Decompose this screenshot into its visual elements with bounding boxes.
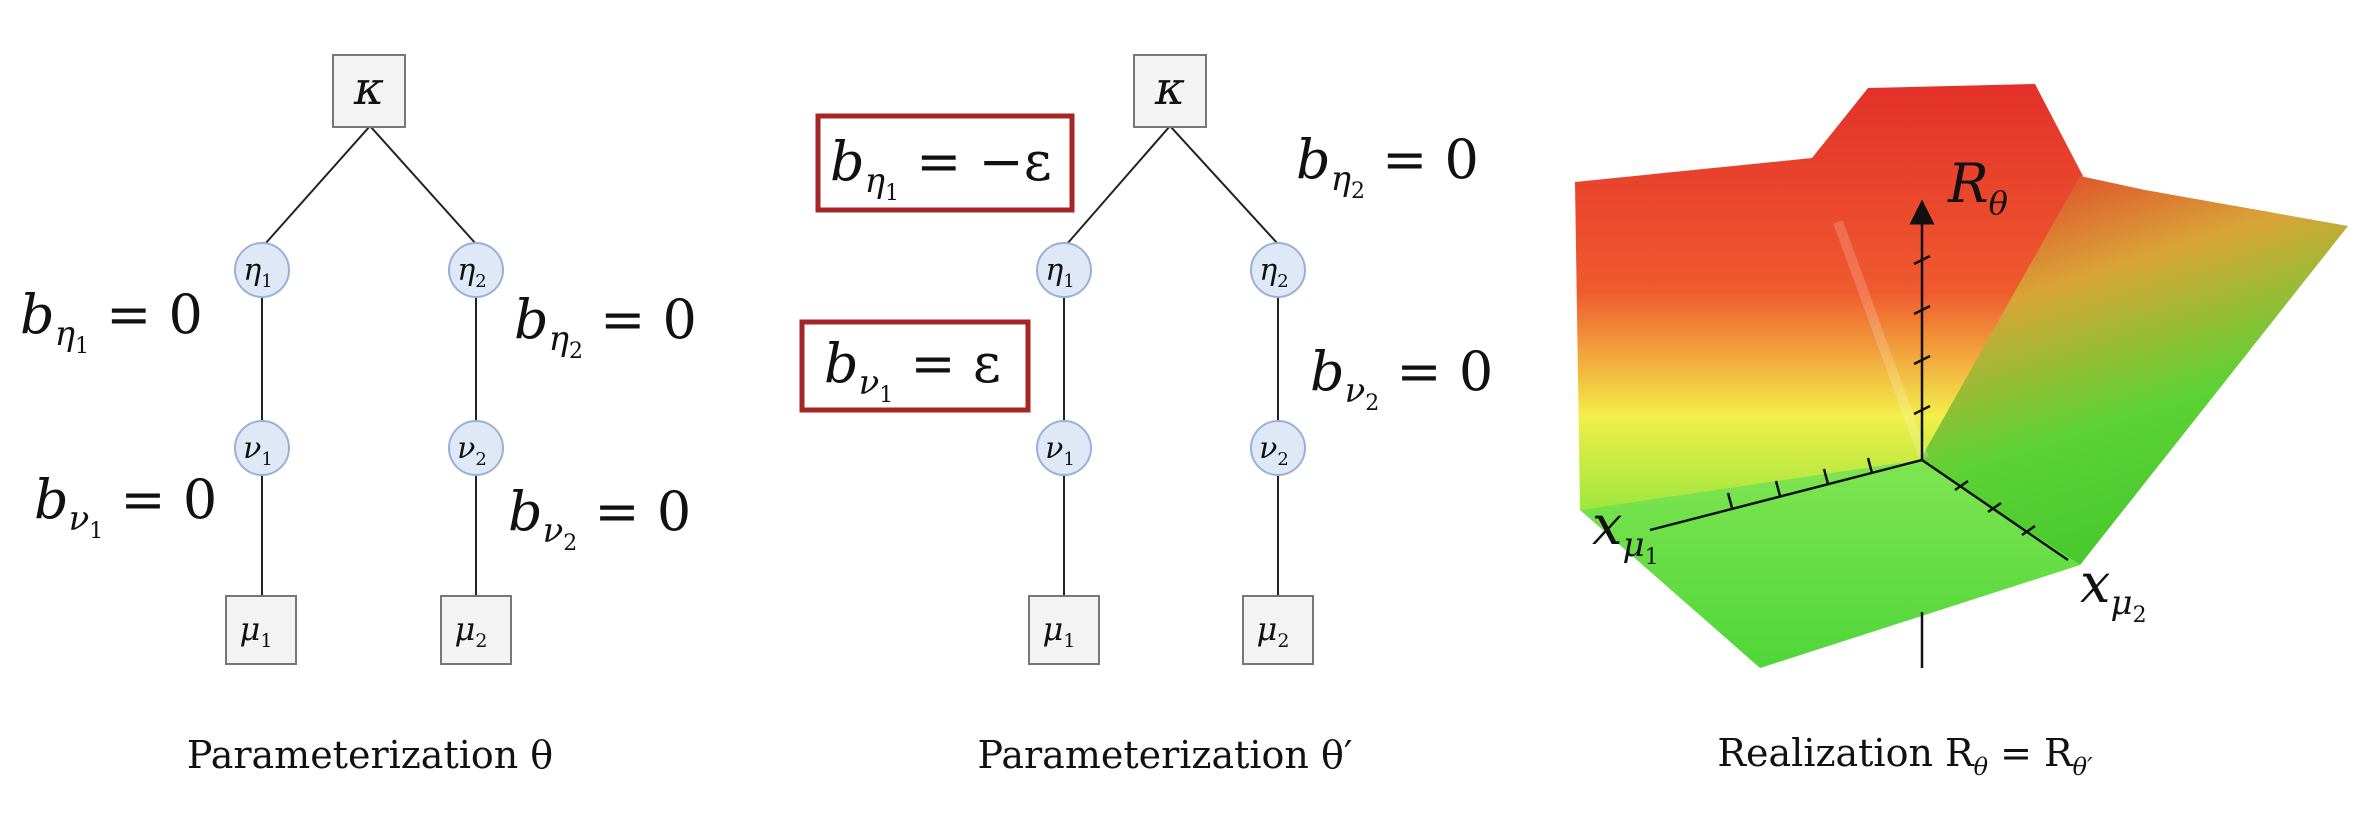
caption-panel1: Parameterization θ bbox=[187, 733, 553, 777]
node-nu2-label: ν2 bbox=[1259, 431, 1289, 470]
bias-eta2-label: bη2 = 0 bbox=[1296, 128, 1479, 204]
caption-panel3: Realization Rθ = Rθ′ bbox=[1717, 731, 2093, 781]
node-eta1 bbox=[1036, 242, 1092, 298]
surface-floor bbox=[1580, 460, 2080, 668]
x-mu2-axis-label: xμ2 bbox=[2080, 552, 2147, 628]
node-kappa-label: κ bbox=[353, 61, 384, 115]
node-mu2 bbox=[440, 595, 512, 665]
node-eta2-label: η2 bbox=[1259, 253, 1288, 292]
node-eta2-label: η2 bbox=[457, 253, 486, 292]
bias-nu1-label: bν1 = ε bbox=[824, 332, 1001, 408]
bias-eta2-label: bη2 = 0 bbox=[514, 288, 697, 364]
bias-eta1-label: bη1 = −ε bbox=[830, 130, 1052, 206]
bias-eta1-label: bη1 = 0 bbox=[20, 283, 203, 359]
highlight-box-nu1 bbox=[799, 319, 1031, 413]
bias-nu2-label: bν2 = 0 bbox=[508, 480, 691, 556]
x-mu2-axis-ticks bbox=[1954, 479, 2036, 537]
node-kappa bbox=[1133, 54, 1207, 128]
node-nu1 bbox=[1036, 420, 1092, 476]
surface-crease bbox=[1833, 220, 1929, 460]
node-nu1 bbox=[234, 420, 290, 476]
x-mu1-axis-label: xμ1 bbox=[1592, 494, 1659, 570]
highlight-box-eta1 bbox=[815, 113, 1075, 213]
bias-nu2-label: bν2 = 0 bbox=[1310, 340, 1493, 416]
node-nu2 bbox=[1250, 420, 1306, 476]
node-nu1-label: ν1 bbox=[243, 431, 273, 470]
surface-right-face bbox=[1920, 176, 2348, 565]
panel-realization-surface: Rθ xμ1 xμ2 Realization Rθ = Rθ′ bbox=[1575, 84, 2348, 781]
node-nu1-label: ν1 bbox=[1045, 431, 1075, 470]
x-mu1-axis-ticks bbox=[1726, 457, 1874, 509]
z-axis-ticks bbox=[1913, 254, 1931, 416]
x-mu2-axis bbox=[1921, 458, 2069, 562]
edge-kappa-eta1 bbox=[264, 125, 371, 245]
node-mu1 bbox=[225, 595, 297, 665]
edge-kappa-eta2 bbox=[369, 125, 477, 245]
z-axis-label: Rθ bbox=[1947, 152, 2008, 222]
node-eta1-label: η1 bbox=[1045, 253, 1074, 292]
node-mu2-label: μ2 bbox=[1257, 610, 1290, 652]
edge-kappa-eta2 bbox=[1169, 125, 1279, 245]
node-nu2 bbox=[448, 420, 504, 476]
caption-panel2: Parameterization θ′ bbox=[978, 733, 1353, 777]
node-eta1-label: η1 bbox=[243, 253, 272, 292]
node-mu1-label: μ1 bbox=[1043, 610, 1076, 652]
edge-kappa-eta1 bbox=[1066, 125, 1171, 245]
node-nu2-label: ν2 bbox=[457, 431, 487, 470]
surface-back-face bbox=[1575, 84, 2083, 545]
node-kappa-label: κ bbox=[1154, 61, 1185, 115]
panel-parameterization-theta: κ η1 η2 ν1 ν2 μ1 μ2 bη1 = 0 bη2 = 0 bν1 … bbox=[20, 54, 697, 777]
node-mu2-label: μ2 bbox=[455, 610, 488, 652]
node-kappa bbox=[332, 54, 406, 128]
x-mu1-axis bbox=[1649, 458, 1923, 532]
node-mu1 bbox=[1028, 595, 1100, 665]
bias-nu1-label: bν1 = 0 bbox=[34, 468, 217, 544]
panel-parameterization-theta-prime: κ η1 η2 ν1 ν2 μ1 μ2 bη1 = −ε bν1 = ε bη2… bbox=[799, 54, 1493, 777]
node-eta2 bbox=[1250, 242, 1306, 298]
node-mu1-label: μ1 bbox=[240, 610, 273, 652]
node-eta2 bbox=[448, 242, 504, 298]
node-mu2 bbox=[1242, 595, 1314, 665]
node-eta1 bbox=[234, 242, 290, 298]
